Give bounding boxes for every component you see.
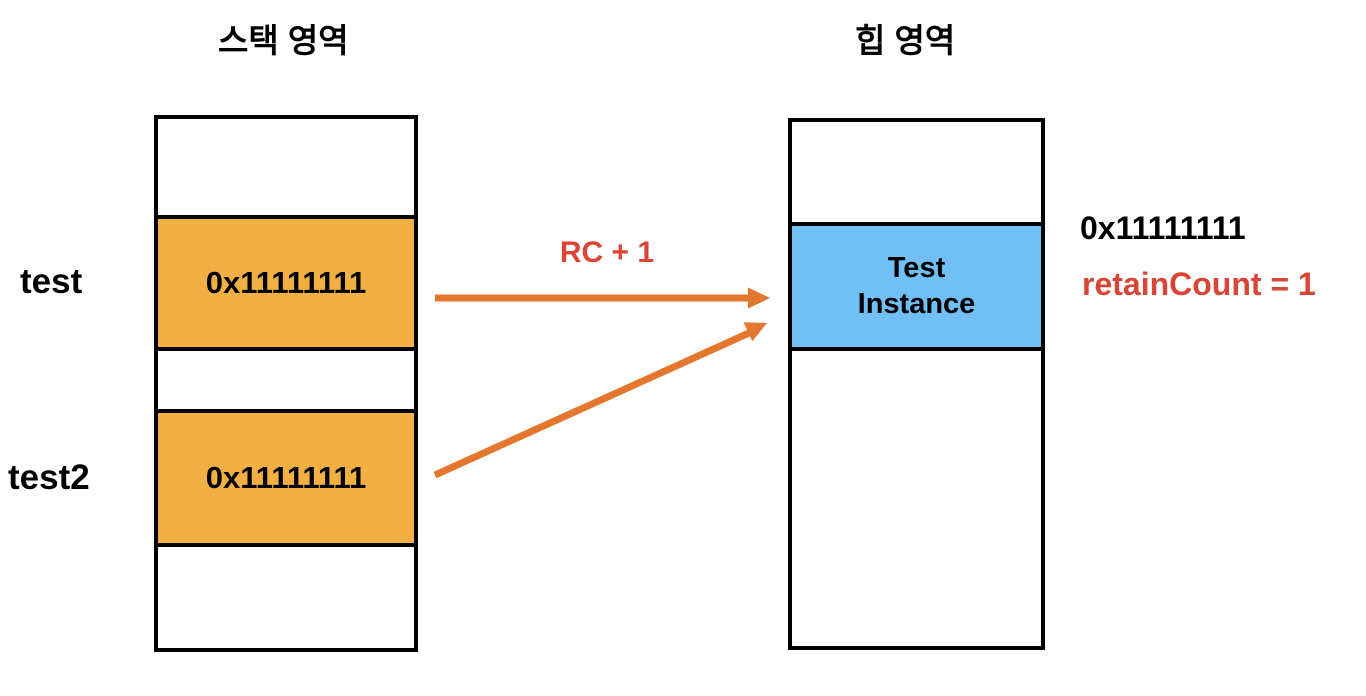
stack-variable-label-test: test [20, 262, 83, 301]
stack-memory-column: 0x11111111 0x11111111 [154, 115, 418, 652]
heap-instance-address-label: 0x11111111 [1080, 210, 1246, 246]
stack-cell-test-pointer: 0x11111111 [158, 215, 414, 347]
arrow-test2-to-instance-head-icon [743, 322, 767, 342]
heap-cell-empty-top [792, 122, 1041, 222]
arrow-test2-to-instance-shaft [433, 329, 751, 479]
retain-count-value-label: retainCount = 1 [1082, 266, 1316, 302]
stack-cell-empty-bottom [158, 543, 414, 648]
arrow-test2-to-instance-icon [433, 322, 767, 479]
retain-count-increment-label: RC + 1 [559, 236, 655, 269]
heap-area-title: 힙 영역 [855, 22, 956, 59]
heap-memory-column: Test Instance [788, 118, 1045, 650]
heap-cell-empty-bottom [792, 347, 1041, 646]
stack-cell-test2-pointer: 0x11111111 [158, 409, 414, 543]
arrow-test-to-instance-icon [435, 287, 770, 309]
stack-area-title: 스택 영역 [218, 22, 349, 59]
heap-cell-test-instance: Test Instance [792, 222, 1041, 347]
stack-variable-label-test2: test2 [8, 458, 90, 497]
heap-cell-test-instance-line1: Test [887, 252, 946, 285]
stack-cell-empty-middle [158, 347, 414, 409]
arrow-test-to-instance-head-icon [748, 287, 770, 309]
heap-cell-test-instance-line2: Instance [857, 287, 976, 320]
stack-cell-empty-top [158, 119, 414, 215]
